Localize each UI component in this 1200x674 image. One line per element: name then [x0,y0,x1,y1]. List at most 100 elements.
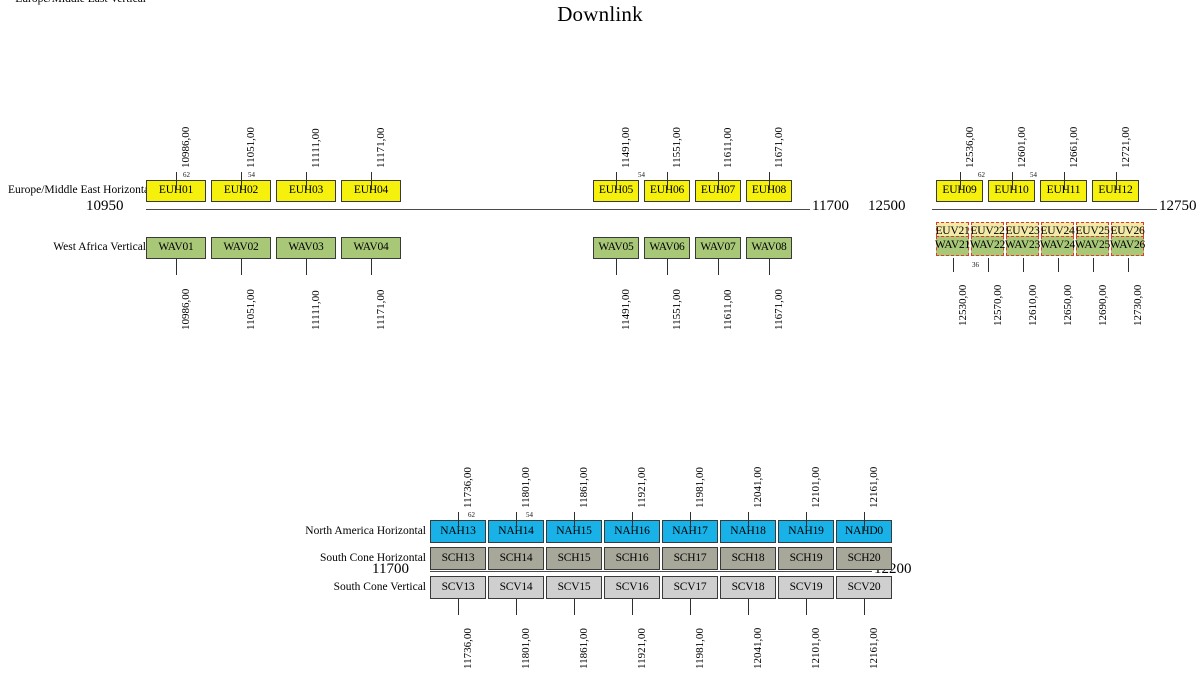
transponder-box[interactable]: SCV17 [662,576,718,599]
row-label-south-cone-horizontal: South Cone Horizontal [319,551,426,564]
frequency-tick-bottom [690,599,691,615]
transponder-box[interactable]: WAV02 [211,237,271,259]
transponder-box[interactable]: WAV26 [1109,236,1146,256]
transponder-box[interactable]: WAV22 [969,236,1006,256]
frequency-tick-top [516,512,517,530]
transponder-box[interactable]: WAV25 [1075,236,1110,256]
frequency-label-bottom: 11921,00 [636,628,648,669]
frequency-axis-eu-lower [146,209,810,210]
frequency-label-bottom: 12690,00 [1096,284,1109,326]
transponder-label: NAH15 [556,524,592,537]
transponder-label: EUV25 [1075,225,1110,238]
axis-end-label-eu-ka: 12750 [1159,198,1197,214]
frequency-label-top: 12721,00 [1119,126,1132,168]
transponder-label: WAV22 [969,239,1006,252]
transponder-box[interactable]: NAH16 [604,520,660,543]
transponder-box[interactable]: SCH15 [546,547,602,570]
transponder-box[interactable]: SCH16 [604,547,660,570]
frequency-label-top: 11801,00 [520,467,532,508]
transponder-box[interactable]: WAV06 [644,237,690,259]
frequency-tick-top [718,172,719,190]
transponder-box[interactable]: SCV20 [836,576,892,599]
bandwidth-note: 62 [468,511,475,519]
transponder-box[interactable]: SCV13 [430,576,486,599]
transponder-label: EUH12 [1098,184,1133,197]
transponder-box[interactable]: SCV15 [546,576,602,599]
axis-start-label-americas: 11700 [372,561,409,577]
frequency-label-bottom: 11171,00 [375,289,387,330]
transponder-label: SCV15 [557,580,591,593]
transponder-label: SCV14 [499,580,533,593]
frequency-tick-bottom [1127,258,1129,272]
transponder-label: NAH18 [730,524,766,537]
frequency-label-bottom: 12530,00 [956,284,969,326]
transponder-label: EUH07 [700,184,736,197]
frequency-label-top: 11611,00 [722,127,734,168]
frequency-label-top: 11551,00 [671,127,683,168]
frequency-label-top: 11861,00 [578,467,590,508]
frequency-label-top: 12536,00 [963,126,976,168]
transponder-label: NAH16 [614,524,650,537]
transponder-box[interactable]: SCV16 [604,576,660,599]
frequency-label-top: 11491,00 [620,127,632,168]
transponder-label: SCV13 [441,580,475,593]
transponder-box[interactable]: SCV14 [488,576,544,599]
transponder-box[interactable]: WAV04 [341,237,401,259]
transponder-box[interactable]: SCH20 [836,547,892,570]
transponder-label: WAV21 [934,239,971,252]
frequency-label-bottom: 12041,00 [752,627,764,669]
frequency-label-bottom: 12650,00 [1061,284,1074,326]
transponder-label: WAV07 [700,241,736,254]
frequency-tick-top [1063,172,1065,190]
transponder-box[interactable]: WAV07 [695,237,741,259]
bandwidth-note: 62 [978,171,985,179]
frequency-label-bottom: 12101,00 [810,627,822,669]
transponder-label: NAH14 [498,524,534,537]
transponder-label: EUH11 [1046,184,1081,197]
transponder-label: WAV26 [1109,239,1146,252]
frequency-tick-bottom [371,259,372,275]
transponder-label: SCH17 [673,551,707,564]
transponder-box[interactable]: SCV18 [720,576,776,599]
transponder-box[interactable]: WAV23 [1005,236,1040,256]
frequency-tick-bottom [864,599,865,615]
frequency-tick-top [574,512,575,530]
frequency-label-bottom: 12730,00 [1131,284,1144,326]
axis-start-label-eu-lower: 10950 [86,198,124,214]
transponder-label: EUH04 [353,184,389,197]
transponder-box[interactable]: SCH18 [720,547,776,570]
transponder-label: SCV17 [673,580,707,593]
transponder-box[interactable]: WAV01 [146,237,206,259]
transponder-label: NAHD0 [845,524,883,537]
transponder-box[interactable]: WAV24 [1040,236,1075,256]
transponder-label: SCH18 [731,551,765,564]
frequency-tick-top [176,172,177,190]
bandwidth-note: 36 [972,261,979,269]
transponder-box[interactable]: WAV08 [746,237,792,259]
transponder-box[interactable]: SCH13 [430,547,486,570]
frequency-tick-bottom [748,599,749,615]
frequency-tick-top [458,512,459,530]
transponder-box[interactable]: WAV05 [593,237,639,259]
transponder-box[interactable]: NAH15 [546,520,602,543]
frequency-tick-top [1011,172,1013,190]
transponder-box[interactable]: SCH14 [488,547,544,570]
transponder-label: NAH19 [788,524,824,537]
transponder-box[interactable]: WAV03 [276,237,336,259]
frequency-tick-top [667,172,668,190]
frequency-label-bottom: 11671,00 [773,289,785,330]
frequency-label-bottom: 11551,00 [671,289,683,330]
transponder-box[interactable]: WAV21 [934,236,971,256]
transponder-box[interactable]: SCH19 [778,547,834,570]
frequency-tick-top [959,172,961,190]
transponder-label: SCH20 [847,551,881,564]
transponder-label: WAV04 [353,241,389,254]
transponder-box[interactable]: SCH17 [662,547,718,570]
frequency-tick-bottom [306,259,307,275]
transponder-label: EUH06 [649,184,685,197]
transponder-box[interactable]: SCV19 [778,576,834,599]
frequency-tick-top [748,512,749,530]
transponder-label: EUV22 [970,225,1005,238]
axis-end-label-eu-upper: 11700 [812,198,849,214]
